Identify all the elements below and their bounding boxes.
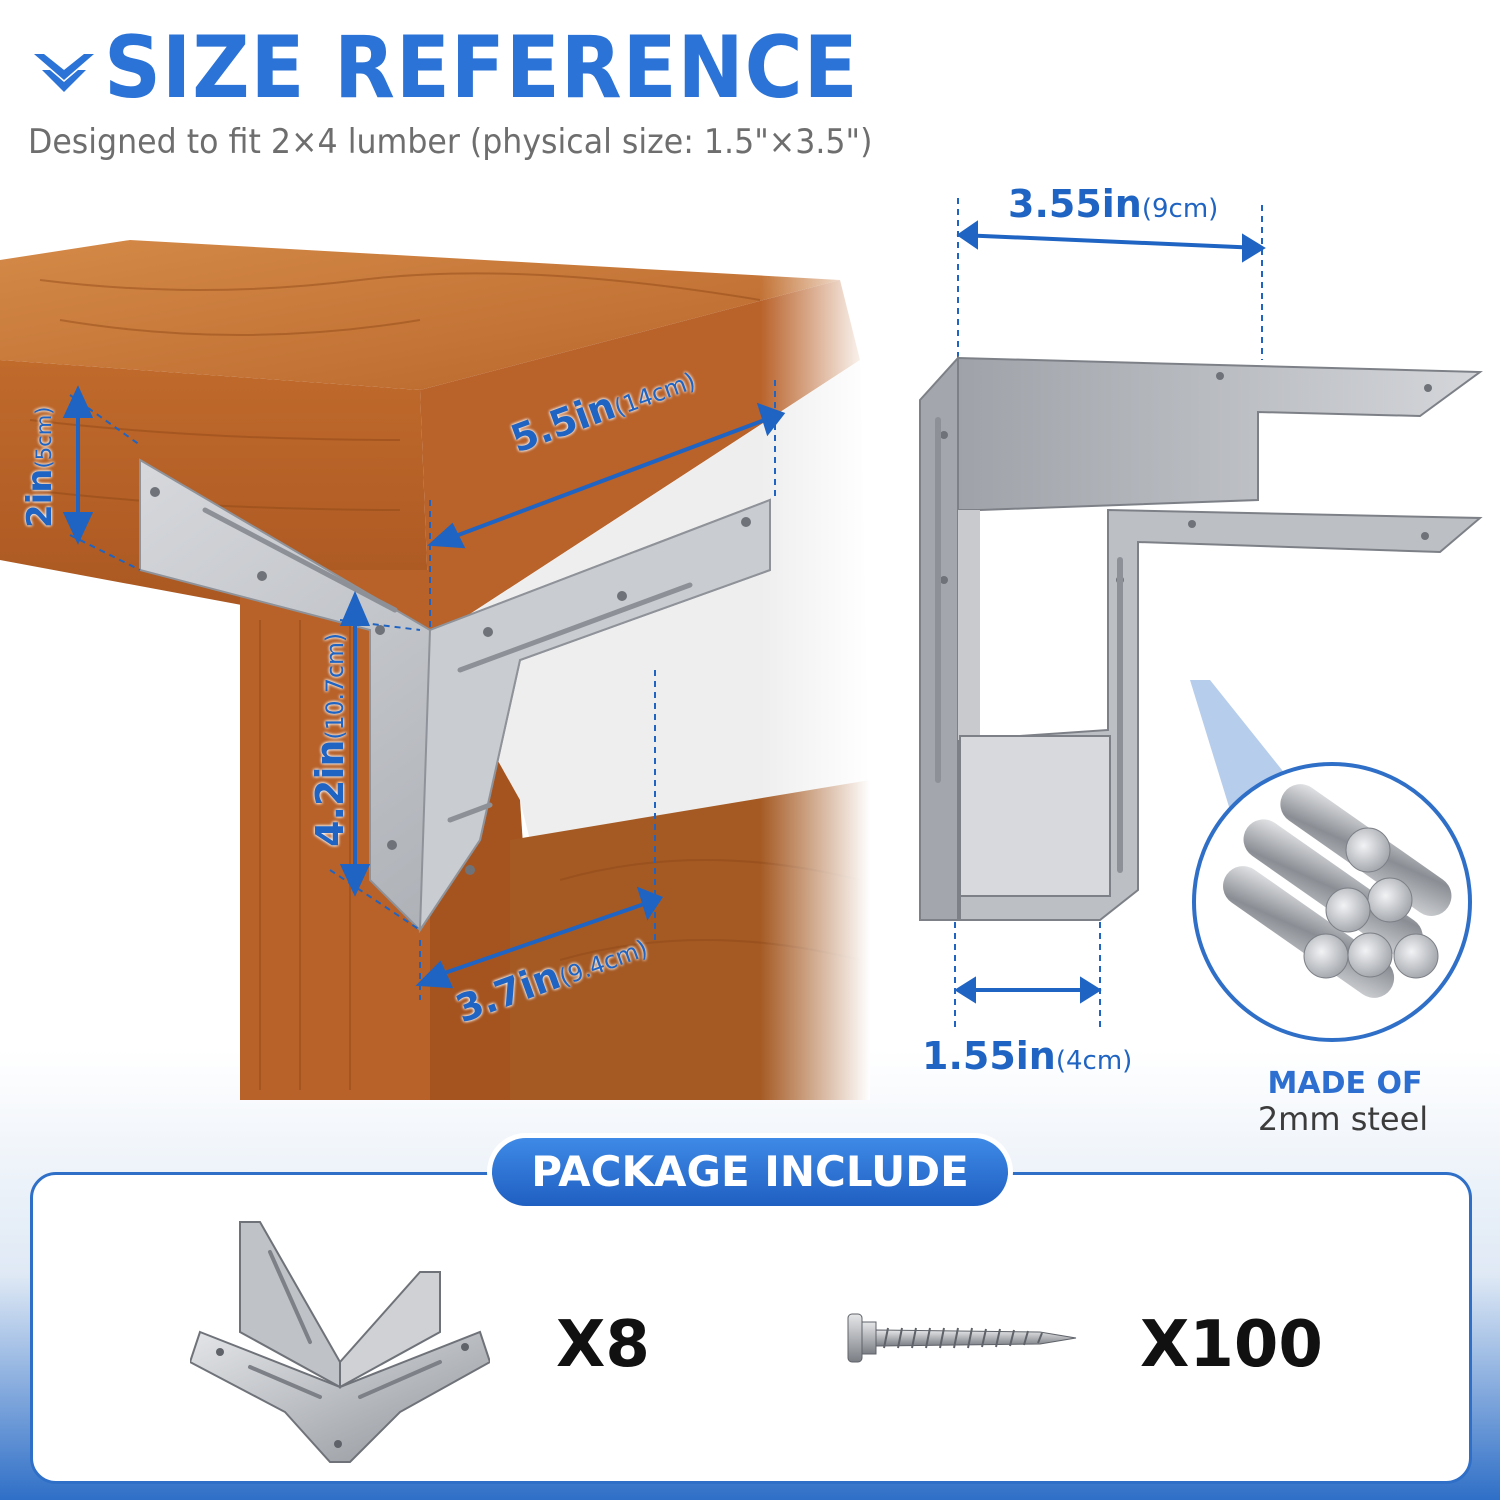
top-width-diagram-label: 3.55in(9cm) — [1008, 182, 1219, 226]
page-subtitle: Designed to fit 2×4 lumber (physical siz… — [28, 122, 873, 162]
material-value: 2mm steel — [1257, 1100, 1429, 1138]
wood-table-illustration — [0, 240, 870, 1100]
package-title: PACKAGE INCLUDE — [492, 1138, 1008, 1206]
page-title: SIZE REFERENCE — [104, 18, 859, 118]
corner-bracket-icon — [190, 1221, 490, 1463]
bracket-dimension-diagram — [919, 198, 1483, 1030]
leg-height-dimension-label: 2in(5cm) — [20, 406, 60, 528]
screw-quantity: X100 — [1140, 1308, 1323, 1382]
material-label: MADE OF — [1267, 1066, 1423, 1101]
steel-rods-icon — [1192, 762, 1472, 1042]
screw-icon — [847, 1313, 1077, 1363]
bracket-height-dimension-label: 4.2in(10.7cm) — [308, 632, 352, 847]
bottom-width-diagram-label: 1.55in(4cm) — [922, 1034, 1133, 1078]
chevron-logo-icon — [34, 54, 94, 92]
bracket-quantity: X8 — [556, 1308, 650, 1382]
callout-beam — [1190, 680, 1290, 810]
